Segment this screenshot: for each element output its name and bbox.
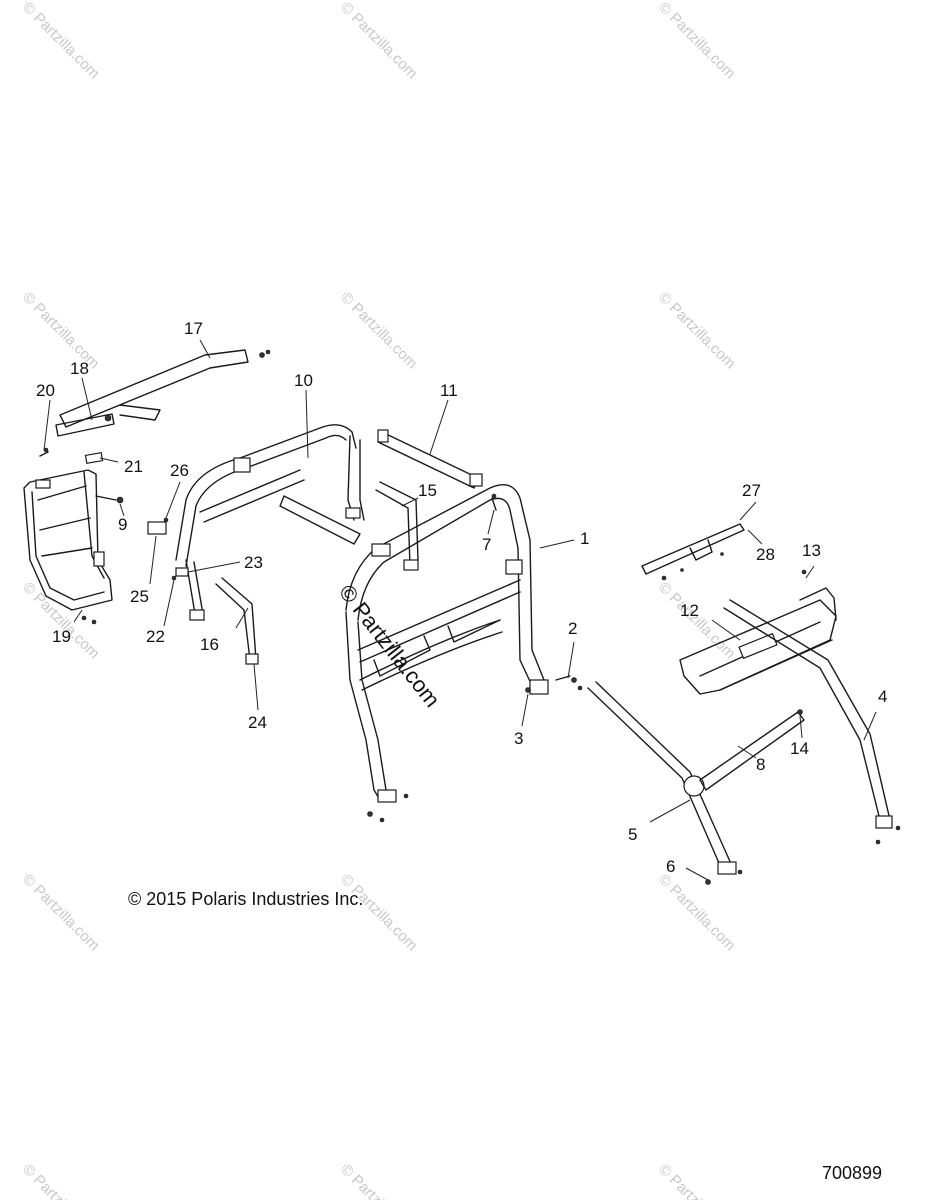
watermark: © Partzilla.com	[655, 579, 738, 662]
background-watermarks: © Partzilla.com © Partzilla.com © Partzi…	[19, 0, 738, 1200]
part-25-bracket	[147, 521, 167, 535]
part-12-panel	[679, 599, 837, 695]
callout-4: 4	[878, 687, 887, 706]
part-27-plate	[641, 523, 745, 581]
part-1-roll-cage	[345, 484, 549, 823]
part-7-fastener	[491, 493, 497, 511]
part-26-fastener	[163, 517, 169, 523]
callout-11: 11	[440, 381, 458, 400]
callout-5: 5	[628, 825, 637, 844]
watermark: © Partzilla.com	[337, 0, 420, 82]
part-8-tube	[699, 711, 805, 791]
part-10-roll-hoop	[175, 424, 365, 621]
part-3-fastener	[525, 687, 531, 693]
callout-3: 3	[514, 729, 523, 748]
part-19-rear-frame	[23, 469, 113, 625]
watermark: © Partzilla.com	[655, 1161, 738, 1200]
part-11-tube	[377, 429, 483, 489]
callout-6: 6	[666, 857, 675, 876]
callout-8: 8	[756, 755, 765, 774]
callout-13: 13	[802, 541, 821, 560]
part-14-fastener	[797, 709, 803, 715]
watermark: © Partzilla.com	[19, 1161, 102, 1200]
part-16-tube	[215, 577, 259, 665]
part-4-tube	[723, 599, 901, 845]
callout-2: 2	[568, 619, 577, 638]
callout-1: 1	[580, 529, 589, 548]
callout-7: 7	[482, 535, 491, 554]
leader-lines	[43, 339, 877, 881]
watermark: © Partzilla.com	[337, 289, 420, 372]
watermark: © Partzilla.com	[655, 871, 738, 954]
watermark: © Partzilla.com	[337, 1161, 420, 1200]
callout-17: 17	[184, 319, 203, 338]
callout-12: 12	[680, 601, 699, 620]
callout-27: 27	[742, 481, 761, 500]
callout-26: 26	[170, 461, 189, 480]
callout-9: 9	[118, 515, 127, 534]
callout-21: 21	[124, 457, 143, 476]
callout-23: 23	[244, 553, 263, 572]
callout-20: 20	[36, 381, 55, 400]
part-diagonal-support	[279, 495, 361, 545]
callout-16: 16	[200, 635, 219, 654]
callout-10: 10	[294, 371, 313, 390]
part-13-bracket	[799, 569, 837, 621]
part-15-tube	[375, 481, 419, 571]
part-2-fastener	[555, 675, 583, 691]
watermark: © Partzilla.com	[19, 289, 102, 372]
watermark: © Partzilla.com	[655, 0, 738, 82]
part-17-tube	[59, 349, 271, 428]
callout-25: 25	[130, 587, 149, 606]
part-5-tube	[587, 681, 743, 885]
watermark: © Partzilla.com	[655, 289, 738, 372]
watermark: © Partzilla.com	[19, 0, 102, 82]
callout-14: 14	[790, 739, 809, 758]
watermark: © Partzilla.com	[19, 871, 102, 954]
copyright-notice: © 2015 Polaris Industries Inc.	[128, 889, 364, 909]
watermark: © Partzilla.com	[337, 871, 420, 954]
part-9-fastener	[95, 495, 124, 504]
callout-labels: 1 2 3 4 5 6 7 8 9 10 11 12 13 14 15 16 1…	[36, 319, 887, 876]
diagram-number: 700899	[822, 1163, 883, 1183]
callout-19: 19	[52, 627, 71, 646]
watermark: © Partzilla.com	[19, 579, 102, 662]
callout-18: 18	[70, 359, 89, 378]
callout-28: 28	[756, 545, 775, 564]
part-18-tube	[55, 413, 115, 437]
part-22-23-clamp	[171, 567, 189, 581]
callout-22: 22	[146, 627, 165, 646]
callout-24: 24	[248, 713, 267, 732]
callout-15: 15	[418, 481, 437, 500]
part-20-fastener	[39, 447, 49, 457]
part-21-bracket	[84, 451, 104, 465]
